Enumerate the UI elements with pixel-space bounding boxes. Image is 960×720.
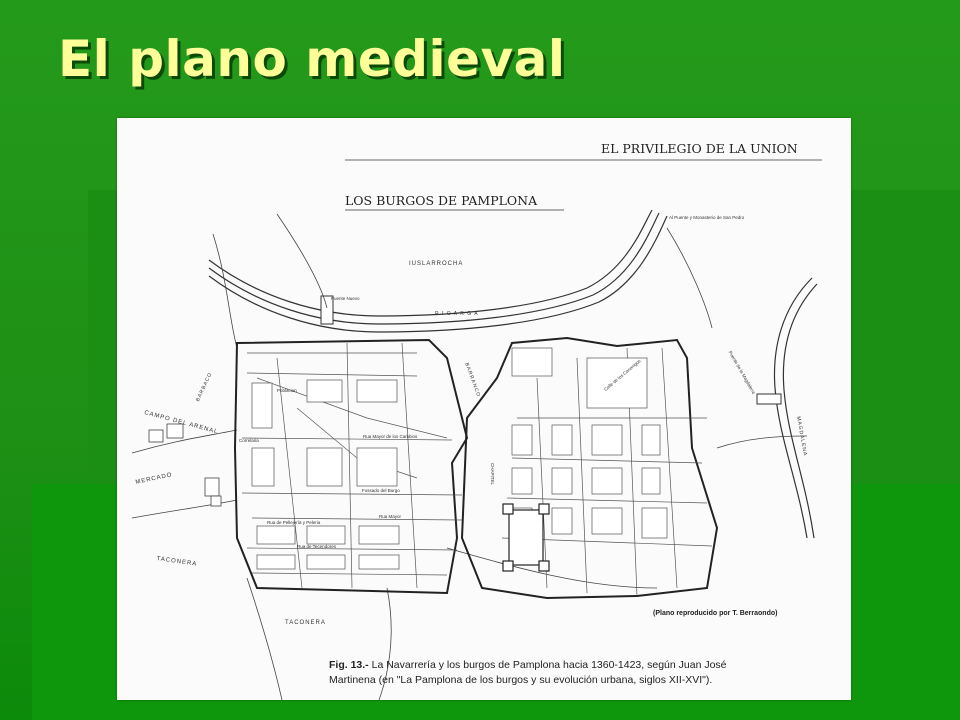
river-right	[773, 277, 818, 539]
label-rua-mayor-cambios: Rua Mayor de los Cambios	[363, 434, 418, 439]
label-iuslarrocha: IUSLARROCHA	[409, 261, 464, 267]
roads	[131, 213, 808, 700]
river-arga	[208, 209, 668, 333]
figure-caption-line-2: Martinena (en "La Pamplona de los burgos…	[329, 674, 713, 686]
label-rua-tecendores: Rua de Tecendores	[297, 544, 336, 549]
map-credit: (Plano reproducido por T. Berraondo)	[653, 610, 778, 617]
label-rua-pellejeria: Rua de Pellejería y Peleria	[267, 520, 321, 525]
label-correlaria: Correlaria	[239, 438, 259, 443]
building-blocks	[251, 347, 668, 570]
slide-title: El plano medieval	[58, 30, 566, 88]
label-puente-nuevo: Puente Nuevo	[331, 296, 360, 301]
figure-caption-line-1: Fig. 13.- La Navarrería y los burgos de …	[329, 659, 727, 671]
castle	[502, 503, 550, 572]
label-fossado: Fossado del Burgo	[362, 488, 400, 493]
figure-label: Fig. 13.-	[329, 659, 369, 671]
label-poblacion: Poblacion	[277, 388, 297, 393]
label-rio-arga: R I O A R G A	[435, 311, 479, 317]
city-walls	[233, 336, 719, 600]
scanned-document: EL PRIVILEGIO DE LA UNION LOS BURGOS DE …	[117, 118, 851, 700]
document-header: EL PRIVILEGIO DE LA UNION	[601, 141, 798, 156]
map-title: LOS BURGOS DE PAMPLONA	[345, 193, 538, 208]
medieval-map	[131, 159, 822, 700]
outlying-buildings	[148, 423, 222, 507]
puente-nuevo	[320, 295, 334, 325]
caption-text-1: La Navarrería y los burgos de Pamplona h…	[371, 659, 727, 671]
label-rua-mayor: Rua Mayor	[379, 514, 402, 519]
label-chapitel: CHAPITEL	[490, 463, 495, 486]
label-san-pedro: Al Puente y Monasterio de San Pedro	[669, 215, 745, 220]
label-taconera-bottom: TACONERA	[285, 620, 326, 626]
puente-magdalena	[756, 393, 782, 405]
